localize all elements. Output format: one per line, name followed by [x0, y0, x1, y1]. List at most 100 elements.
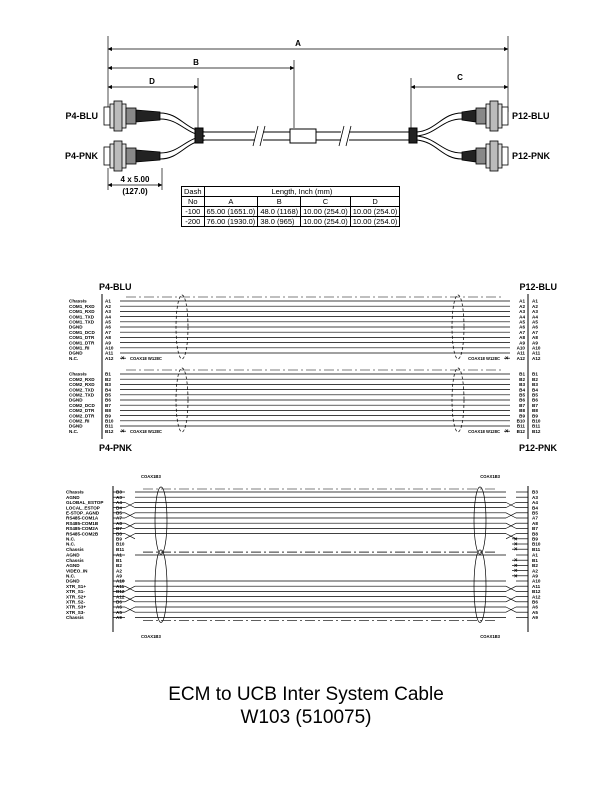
pnk-wires: ×××××××: [112, 486, 529, 632]
twisted-pair-mark: [124, 512, 136, 519]
pin-label: B7: [532, 526, 538, 531]
pin-label: A5: [519, 320, 525, 325]
signal-label: RS485-COM1A: [66, 516, 99, 521]
pin-label: A2: [116, 568, 122, 573]
signal-label: N.C.: [69, 429, 78, 434]
pin-label: A10: [517, 346, 526, 351]
left-cable-breakout: [159, 112, 206, 160]
signal-label: E-STOP_AGND: [66, 511, 100, 516]
pin-label: A4: [519, 314, 525, 319]
pin-label: A8: [116, 521, 122, 526]
pin-label: A6: [116, 605, 122, 610]
row-b: 38.0 (965): [257, 216, 302, 227]
row-d: 10.00 (254.0): [349, 206, 401, 217]
pin-label: B5: [116, 511, 122, 516]
twisted-pair-mark: [124, 502, 136, 508]
pin-label: B12: [532, 429, 541, 434]
signal-label: COM1_TXD: [69, 320, 95, 325]
pin-label: B12: [105, 429, 114, 434]
pin-label: A11: [532, 351, 541, 356]
dim-d-label: D: [149, 77, 155, 86]
twisted-pair-mark: [124, 606, 136, 613]
row-b: 48.0 (1168): [257, 206, 302, 217]
pin-label: A4: [105, 314, 111, 319]
signal-label: COM1_TXD: [69, 314, 95, 319]
cable-label: COAX1B3: [480, 634, 500, 639]
pin-label: B1: [532, 372, 538, 377]
pin-label: B7: [116, 526, 122, 531]
shield-oval: [451, 367, 465, 433]
pin-label: B6: [116, 600, 122, 605]
pin-label: B5: [532, 393, 538, 398]
pin-label: A12: [532, 594, 541, 599]
pin-label: B10: [517, 419, 526, 424]
twisted-pair-mark: [124, 522, 136, 529]
signal-label: Chassis: [69, 299, 87, 304]
cable-assembly-drawing: A B D C P4-BLU P4-PNK P12-BLU P12-PNK: [65, 36, 551, 196]
pin-label: B3: [532, 382, 538, 387]
pin-label: A11: [105, 351, 114, 356]
pin-label: A10: [116, 579, 125, 584]
pin-label: B9: [105, 413, 111, 418]
pin-label: A8: [105, 335, 111, 340]
signal-label: DGND: [69, 325, 83, 330]
signal-label: XTR_S3+: [66, 605, 86, 610]
signal-label: COM2_DTR: [69, 408, 95, 413]
table-row: -200 76.00 (1930.0) 38.0 (965) 10.00 (25…: [181, 216, 401, 227]
signal-label: Chassis: [66, 547, 84, 552]
pin-label: B7: [105, 403, 111, 408]
signal-label: N.C.: [66, 537, 75, 542]
signal-label: XTR_S1-: [66, 589, 85, 594]
dimension-b: B: [107, 58, 295, 128]
pin-label: A1: [519, 299, 525, 304]
pin-label: B10: [116, 542, 125, 547]
pin-label: B2: [519, 377, 525, 382]
signal-label: COM1_RXD: [69, 309, 95, 314]
blu-right-connector-label: P12-BLU: [519, 282, 557, 292]
pin-label: A7: [532, 330, 538, 335]
pin-label: A11: [517, 351, 526, 356]
pin-label: B7: [519, 403, 525, 408]
length-header: Length, Inch (mm): [203, 186, 401, 197]
signal-label: AGND: [66, 553, 80, 558]
no-connect-mark: ×: [505, 429, 509, 435]
pin-label: B9: [519, 413, 525, 418]
pin-label: A3: [519, 309, 525, 314]
row-d: 10.00 (254.0): [349, 216, 401, 227]
pin-label: A8: [519, 335, 525, 340]
pin-label: B10: [532, 419, 541, 424]
cable-label: COAX1B3: [141, 634, 161, 639]
signal-label: COM2_RXD: [69, 382, 95, 387]
pin-label: A9: [105, 340, 111, 345]
pin-label: A7: [519, 330, 525, 335]
label-p4-blu: P4-BLU: [65, 111, 98, 121]
no-connect-mark: ×: [121, 429, 125, 435]
blu-wires: ××××: [101, 294, 529, 439]
table-row: -100 65.00 (1651.0) 48.0 (1168) 10.00 (2…: [181, 206, 401, 217]
no-connect-mark: ×: [514, 569, 518, 575]
pin-label: A5: [532, 320, 538, 325]
signal-label: DGND: [69, 351, 83, 356]
pin-label: A6: [532, 325, 538, 330]
signal-label: GLOBAL_ESTOP: [66, 500, 103, 505]
pin-label: B8: [105, 408, 111, 413]
connector-p12-blu-drawing: [461, 100, 509, 132]
no-connect-mark: ×: [514, 547, 518, 553]
pin-label: B5: [532, 511, 538, 516]
pin-label: B1: [116, 558, 122, 563]
twisted-pair-mark: [505, 502, 517, 508]
pin-label: A4: [116, 500, 122, 505]
signal-label: RS485-COM2B: [66, 531, 99, 536]
row-c: 10.00 (254.0): [300, 206, 351, 217]
dash-no-header: No: [181, 196, 205, 207]
caption-line-1: ECM to UCB Inter System Cable: [168, 684, 444, 705]
pin-label: B11: [517, 424, 526, 429]
pin-label: A10: [105, 346, 114, 351]
connector-p12-pnk-drawing: [461, 140, 509, 172]
twisted-pair-mark: [505, 522, 517, 529]
pin-label: A4: [532, 314, 538, 319]
col-header-b: B: [257, 196, 302, 207]
signal-label: XTR_S1+: [66, 584, 86, 589]
pin-label: B6: [519, 398, 525, 403]
no-connect-mark: ×: [514, 574, 518, 580]
